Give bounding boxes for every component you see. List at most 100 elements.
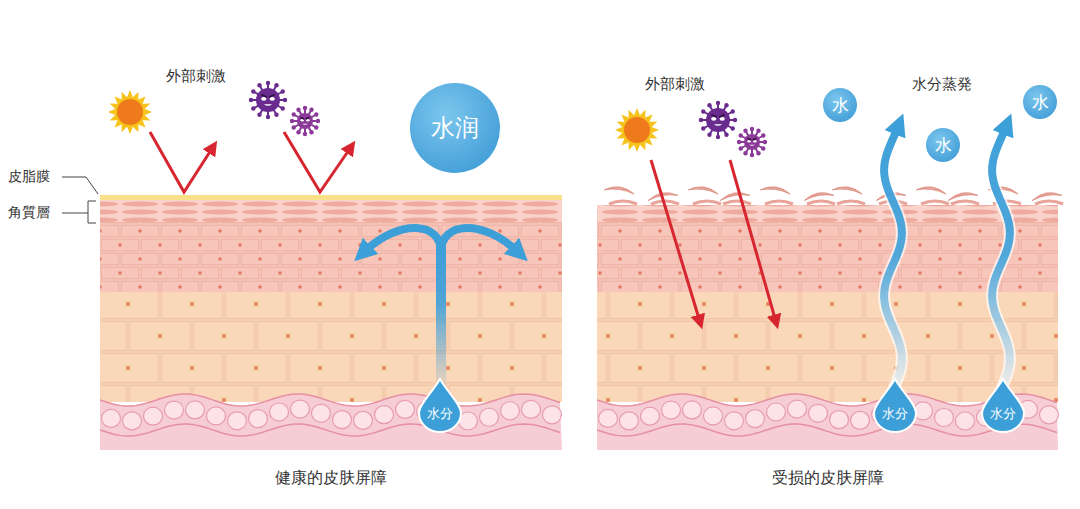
- virus-brow: [748, 138, 752, 140]
- sun-core: [117, 99, 143, 125]
- virus-spike: [743, 129, 747, 133]
- virus-mouth: [749, 145, 755, 146]
- sun-icon: [108, 90, 152, 134]
- sun-rays: [615, 108, 659, 152]
- skin-flake: [693, 201, 721, 204]
- skin-flake: [760, 185, 790, 194]
- basal-cell: [144, 407, 163, 425]
- virus-body: [706, 108, 730, 132]
- virus-spike: [274, 113, 278, 117]
- water-circle: 水: [926, 128, 960, 162]
- skin-flake: [916, 185, 946, 194]
- basal-cell: [522, 400, 541, 418]
- moisture-flow: [364, 228, 518, 386]
- basal-cell: [186, 401, 205, 419]
- virus-spike: [763, 140, 767, 144]
- virus-spike: [292, 125, 296, 129]
- virus-spike: [303, 132, 307, 136]
- arrow-outline: [992, 126, 1010, 390]
- drop-shape: [872, 377, 918, 433]
- virus-spike: [731, 126, 735, 130]
- virus-spike: [266, 115, 270, 119]
- sun-core: [624, 117, 650, 143]
- leader-lines: [62, 177, 98, 223]
- basal-cell: [480, 408, 499, 426]
- virus-spike: [249, 98, 253, 102]
- virus-spike: [743, 151, 747, 155]
- virus-spike: [251, 89, 255, 93]
- virus-spike: [750, 127, 754, 131]
- virus-spike: [707, 103, 711, 107]
- virus-eye: [720, 117, 725, 121]
- virus-brow: [269, 95, 274, 97]
- drop-outline: [874, 379, 916, 432]
- basal-cell: [501, 402, 520, 420]
- basal-cell: [291, 400, 310, 418]
- skin-flake: [951, 201, 979, 204]
- skin-flake: [837, 201, 865, 204]
- basal-cell: [249, 410, 268, 428]
- basal-cell: [683, 401, 702, 419]
- node-text: 水润: [431, 112, 479, 144]
- virus-spike: [281, 89, 285, 93]
- penetrating-arrow: [651, 160, 700, 322]
- virus-spike: [724, 133, 728, 137]
- sun-icon: [615, 108, 659, 152]
- skin-flake: [803, 190, 833, 200]
- stratum-corneum: [100, 200, 562, 222]
- basal-cell: [641, 407, 660, 425]
- skin-flake: [719, 190, 749, 200]
- evaporation-arrow: [884, 126, 902, 390]
- virus-spike: [761, 146, 765, 150]
- basal-cell: [165, 401, 184, 419]
- basal-layer: [100, 394, 1059, 450]
- virus-eye: [261, 97, 266, 101]
- virus-spike: [290, 119, 294, 123]
- virus-spike: [292, 112, 296, 116]
- basal-cell: [228, 412, 247, 430]
- virus-spike: [739, 146, 743, 150]
- sebum-film: [100, 195, 562, 200]
- penetrating-arrow: [730, 160, 776, 322]
- virus-icon: [699, 101, 737, 139]
- evaporation-arrows: [884, 126, 1010, 390]
- virus-spike: [266, 81, 270, 85]
- moisture-stem: [436, 246, 446, 386]
- node-text: 水: [1032, 91, 1049, 114]
- virus-spike: [701, 109, 705, 113]
- virus-spike: [257, 83, 261, 87]
- virus-spike: [731, 109, 735, 113]
- moisture-arrow: [441, 228, 518, 252]
- basal-cell: [935, 408, 954, 426]
- sun-rays: [108, 90, 152, 134]
- skin-flake: [1031, 190, 1061, 200]
- virus-spike: [750, 153, 754, 157]
- layer-label: 皮脂膜: [8, 168, 50, 186]
- basal-cell: [851, 411, 870, 429]
- skin-flake: [807, 201, 835, 204]
- basal-cell: [375, 406, 394, 424]
- virus-spike: [274, 83, 278, 87]
- water-circle: 水: [1023, 85, 1057, 119]
- basal-cell: [543, 406, 562, 424]
- basal-cell: [396, 400, 415, 418]
- virus-brow: [261, 95, 266, 97]
- virus-brow: [306, 117, 310, 119]
- virus-icon: [249, 81, 287, 119]
- skin-flake: [688, 185, 718, 194]
- basal-band: [100, 394, 562, 450]
- basal-cell: [704, 407, 723, 425]
- basal-cell: [123, 412, 142, 430]
- virus-body: [744, 134, 760, 150]
- water-drop: 水分: [980, 377, 1026, 433]
- reflected-arrow: [150, 132, 213, 192]
- evaporation-arrow: [992, 126, 1010, 390]
- basal-cell: [333, 411, 352, 429]
- drop-outline: [419, 379, 461, 432]
- virus-spike: [257, 113, 261, 117]
- virus-eye: [711, 117, 716, 121]
- virus-spike: [756, 151, 760, 155]
- virus-brow: [753, 138, 757, 140]
- skin-flake: [921, 201, 949, 204]
